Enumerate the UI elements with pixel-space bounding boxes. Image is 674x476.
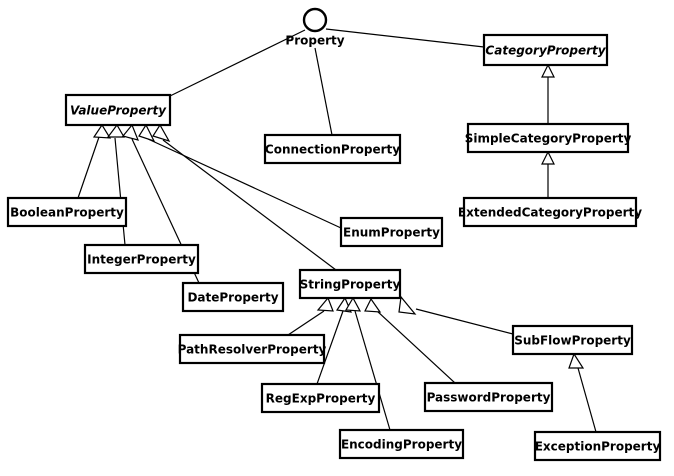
class-rect-stringproperty[interactable] <box>298 268 402 300</box>
class-label-connectionproperty: ConnectionProperty <box>265 143 400 157</box>
edge-stringproperty-to-valueproperty <box>162 139 337 271</box>
class-label-pathresolverproperty: PathResolverProperty <box>178 343 327 357</box>
edge-layer <box>77 28 597 433</box>
class-label-valueproperty: ValueProperty <box>70 104 167 118</box>
class-rect-valueproperty[interactable] <box>64 93 172 127</box>
generalization-arrow-categoryproperty <box>541 63 555 78</box>
class-label-passwordproperty: PasswordProperty <box>427 391 551 405</box>
class-node-stringproperty[interactable]: StringProperty <box>298 268 402 300</box>
class-label-encodingproperty: EncodingProperty <box>341 438 462 452</box>
class-node-connectionproperty[interactable]: ConnectionProperty <box>263 133 402 165</box>
edge-subflowproperty-to-stringproperty <box>415 308 514 335</box>
class-node-pathresolverproperty[interactable]: PathResolverProperty <box>178 333 327 365</box>
class-label-extendedcategoryproperty: ExtendedCategoryProperty <box>458 206 642 220</box>
class-node-encodingproperty[interactable]: EncodingProperty <box>338 428 465 460</box>
class-label-stringproperty: StringProperty <box>300 278 401 292</box>
class-rect-booleanproperty[interactable] <box>6 196 128 228</box>
generalization-arrow-stringproperty-pathresolver <box>316 296 334 312</box>
edge-property-to-valueproperty <box>169 29 306 97</box>
generalization-arrow-valueproperty-date <box>121 123 140 141</box>
edge-property-to-categoryproperty <box>325 28 485 48</box>
class-rect-simplecategoryproperty[interactable] <box>466 122 630 154</box>
edge-passwordproperty-to-stringproperty <box>376 310 456 384</box>
class-rect-regexpproperty[interactable] <box>260 382 381 414</box>
edge-regexpproperty-to-stringproperty <box>316 310 344 385</box>
interface-label-property: Property <box>285 34 344 48</box>
edge-enumproperty-to-valueproperty <box>147 138 342 229</box>
class-label-dateproperty: DateProperty <box>187 291 278 305</box>
node-layer: Property CategoryProperty ValueProperty … <box>6 7 662 462</box>
generalization-arrow-stringproperty-password <box>364 297 382 313</box>
class-label-simplecategoryproperty: SimpleCategoryProperty <box>465 132 632 146</box>
generalization-arrow-valueproperty-boolean <box>92 123 112 139</box>
class-node-passwordproperty[interactable]: PasswordProperty <box>423 381 554 413</box>
edge-pathresolverproperty-to-stringproperty <box>287 310 325 336</box>
class-node-simplecategoryproperty[interactable]: SimpleCategoryProperty <box>465 122 632 154</box>
class-node-extendedcategoryproperty[interactable]: ExtendedCategoryProperty <box>458 196 642 228</box>
edge-property-to-connectionproperty <box>314 47 333 136</box>
class-label-subflowproperty: SubFlowProperty <box>514 334 631 348</box>
class-node-valueproperty[interactable]: ValueProperty <box>64 93 172 127</box>
class-node-regexpproperty[interactable]: RegExpProperty <box>260 382 381 414</box>
interface-circle-property[interactable] <box>302 7 328 33</box>
edge-booleanproperty-to-valueproperty <box>77 136 100 199</box>
class-rect-enumproperty[interactable] <box>339 216 444 248</box>
class-rect-dateproperty[interactable] <box>181 281 285 313</box>
class-rect-categoryproperty[interactable] <box>482 33 609 67</box>
edge-encodingproperty-to-stringproperty <box>354 310 391 431</box>
class-node-categoryproperty[interactable]: CategoryProperty <box>482 33 609 67</box>
class-node-subflowproperty[interactable]: SubFlowProperty <box>511 324 634 356</box>
class-node-integerproperty[interactable]: IntegerProperty <box>83 243 200 275</box>
class-rect-extendedcategoryproperty[interactable] <box>462 196 638 228</box>
class-label-exceptionproperty: ExceptionProperty <box>535 440 661 454</box>
class-node-dateproperty[interactable]: DateProperty <box>181 281 285 313</box>
class-node-exceptionproperty[interactable]: ExceptionProperty <box>533 430 662 462</box>
class-rect-passwordproperty[interactable] <box>423 381 554 413</box>
edge-exceptionproperty-to-subflowproperty <box>577 367 597 433</box>
class-label-regexpproperty: RegExpProperty <box>266 392 376 406</box>
generalization-arrow-stringproperty-encoding <box>344 296 362 312</box>
class-rect-connectionproperty[interactable] <box>263 133 402 165</box>
class-label-integerproperty: IntegerProperty <box>87 253 196 267</box>
generalization-arrow-valueproperty-string <box>152 123 171 143</box>
class-rect-exceptionproperty[interactable] <box>533 430 662 462</box>
class-rect-encodingproperty[interactable] <box>338 428 465 460</box>
class-node-enumproperty[interactable]: EnumProperty <box>339 216 444 248</box>
class-label-booleanproperty: BooleanProperty <box>10 206 124 220</box>
generalization-arrow-valueproperty-enum <box>138 123 156 143</box>
generalization-arrow-subflowproperty-exception <box>568 352 585 369</box>
class-rect-pathresolverproperty[interactable] <box>178 333 326 365</box>
class-label-enumproperty: EnumProperty <box>343 226 440 240</box>
generalization-arrow-valueproperty-integer <box>106 123 126 138</box>
edge-integerproperty-to-valueproperty <box>114 137 126 246</box>
class-rect-integerproperty[interactable] <box>83 243 200 275</box>
generalization-arrow-simplecategoryproperty <box>541 150 555 165</box>
interface-node-property[interactable]: Property <box>285 7 345 48</box>
class-rect-subflowproperty[interactable] <box>511 324 634 356</box>
generalization-arrow-stringproperty-subflow <box>398 295 417 315</box>
class-label-categoryproperty: CategoryProperty <box>485 44 606 58</box>
class-node-booleanproperty[interactable]: BooleanProperty <box>6 196 128 228</box>
